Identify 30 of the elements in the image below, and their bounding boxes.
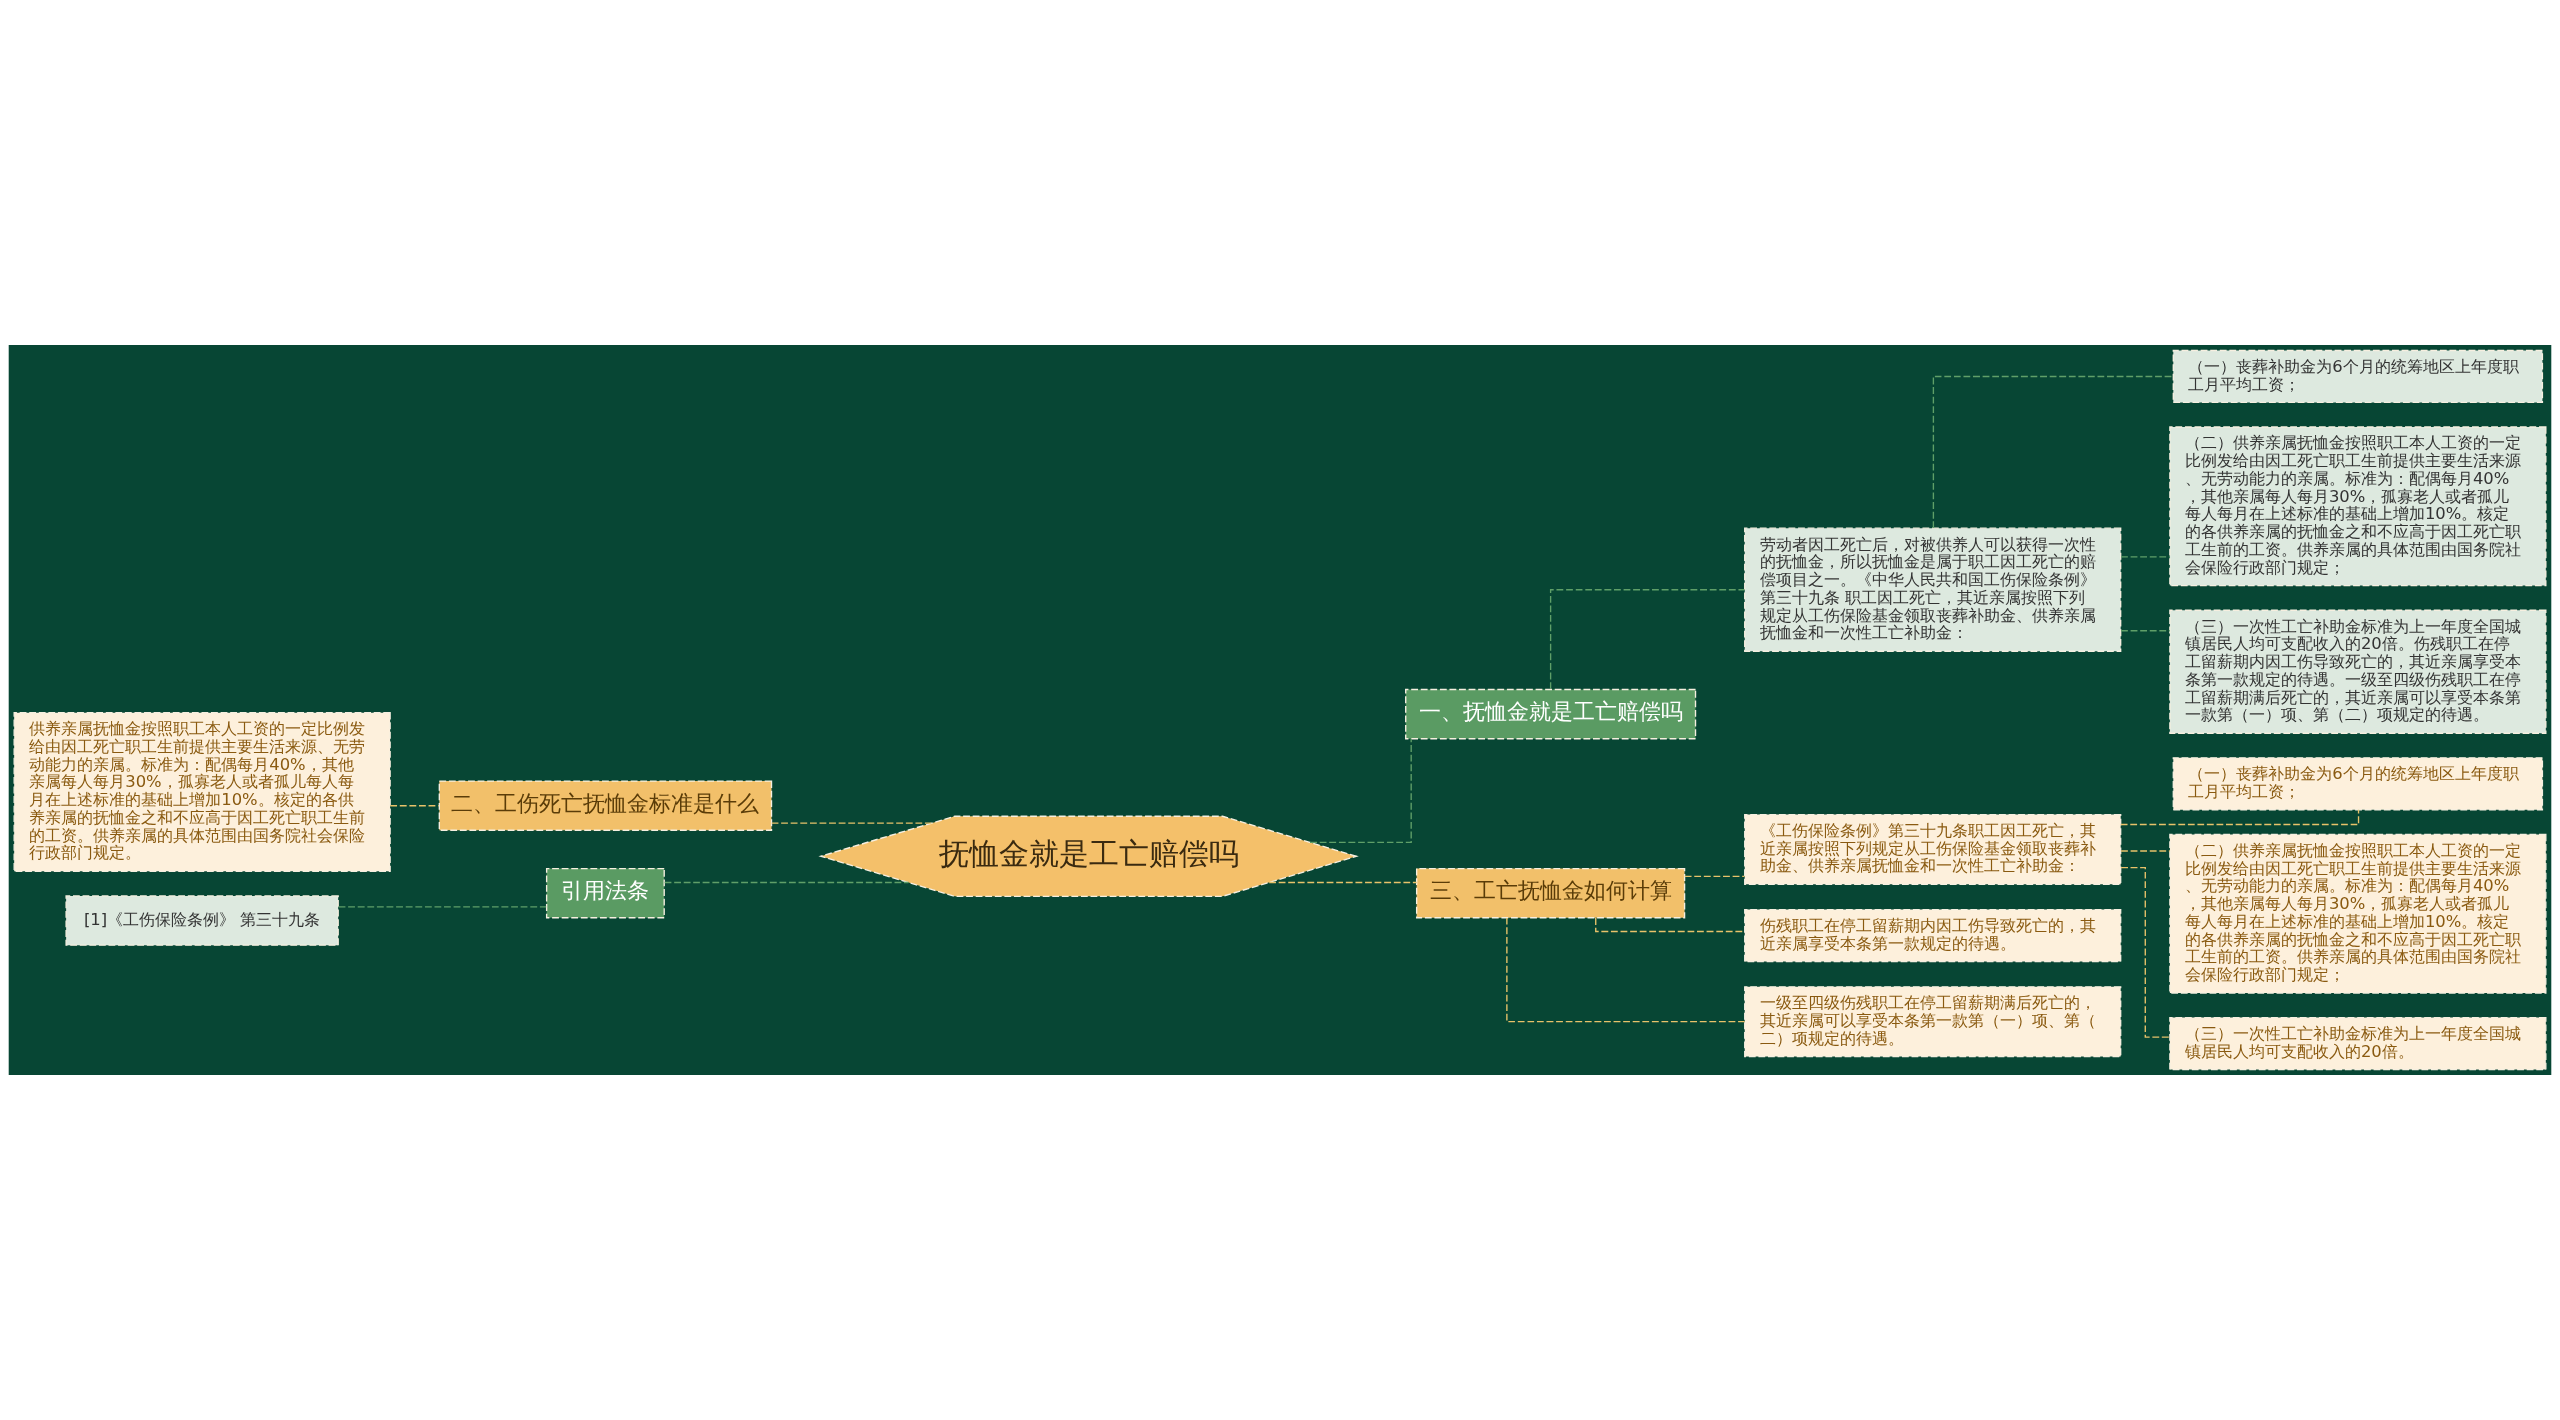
connector [338, 906, 547, 908]
node-box: （三）一次性工亡补助金标准为上一年度全国城镇居民人均可支配收入的20倍。伤残职工在停工留薪期内因工伤导致死亡的，其近亲属享受本条第一款规定的待遇。一级至四级伤残职工在停工留薪期满后死亡的，其近亲属可以享受本条第一款第（一）项、第（二）项规定的待遇。 [2169, 609, 2547, 734]
node-box: 二、工伤死亡抚恤金标准是什么 [438, 780, 773, 831]
node-box: 劳动者因工死亡后，对被供养人可以获得一次性的抚恤金，所以抚恤金是属于职工因工死亡的赔偿项目之一。《中华人民共和国工伤保险条例》第三十九条 职工因工死亡，其近亲属按照下列规定从工伤保险基金领取丧葬补助金、供养亲属抚恤金和一次性工亡补助金： [1744, 527, 2122, 652]
connector [2120, 556, 2171, 558]
node-box: 一、抚恤金就是工亡赔偿吗 [1405, 688, 1697, 740]
node-box: 一级至四级伤残职工在停工留薪期满后死亡的，其近亲属可以享受本条第一款第（一）项、第（二）项规定的待遇。 [1744, 986, 2122, 1058]
connector [1268, 881, 1418, 884]
connector [664, 881, 910, 884]
node-box: （一）丧葬补助金为6个月的统筹地区上年度职工月平均工资； [2172, 757, 2544, 811]
connector [771, 822, 933, 824]
connector [2120, 850, 2171, 852]
node-box: （三）一次性工亡补助金标准为上一年度全国城镇居民人均可支配收入的20倍。 [2169, 1016, 2547, 1071]
node-box: 伤残职工在停工留薪期内因工伤导致死亡的，其近亲属享受本条第一款规定的待遇。 [1744, 908, 2122, 963]
node-box: [1]《工伤保险条例》 第三十九条 [65, 895, 339, 946]
connector [1684, 875, 1746, 878]
node-box: 引用法条 [545, 867, 665, 919]
node-box: （二）供养亲属抚恤金按照职工本人工资的一定比例发给由因工死亡职工生前提供主要生活来源、无劳动能力的亲属。标准为：配偶每月40%，其他亲属每人每月30%，孤寡老人或者孤儿每人每月在上述标准的基础上增加10%。核定的各供养亲属的抚恤金之和不应高于因工死亡职工生前的工资。供养亲属的具体范围由国务院社会保险行政部门规定； [2169, 833, 2547, 994]
node-box: （一）丧葬补助金为6个月的统筹地区上年度职工月平均工资； [2172, 349, 2544, 404]
connector [1309, 738, 1412, 843]
connector [1506, 917, 1746, 1023]
node-box: 《工伤保险条例》第三十九条职工因工死亡，其近亲属按照下列规定从工伤保险基金领取丧葬补助金、供养亲属抚恤金和一次性工亡补助金： [1744, 813, 2122, 885]
node-box: （二）供养亲属抚恤金按照职工本人工资的一定比例发给由因工死亡职工生前提供主要生活来源、无劳动能力的亲属。标准为：配偶每月40%，其他亲属每人每月30%，孤寡老人或者孤儿每人每月在上述标准的基础上增加10%。核定的各供养亲属的抚恤金之和不应高于因工死亡职工生前的工资。供养亲属的具体范围由国务院社会保险行政部门规定； [2169, 426, 2547, 587]
connector [2120, 630, 2171, 632]
node-box: 三、工亡抚恤金如何计算 [1415, 867, 1686, 919]
connector [389, 805, 440, 807]
connector [2120, 809, 2360, 826]
connector [1549, 589, 1746, 690]
connector [1932, 375, 2174, 529]
node-box: 供养亲属抚恤金按照职工本人工资的一定比例发给由因工死亡职工生前提供主要生活来源、无劳动能力的亲属。标准为：配偶每月40%，其他亲属每人每月30%，孤寡老人或者孤儿每人每月在上述标准的基础上增加10%。核定的各供养亲属的抚恤金之和不应高于因工死亡职工生前的工资。供养亲属的具体范围由国务院社会保险行政部门规定。 [13, 712, 391, 872]
